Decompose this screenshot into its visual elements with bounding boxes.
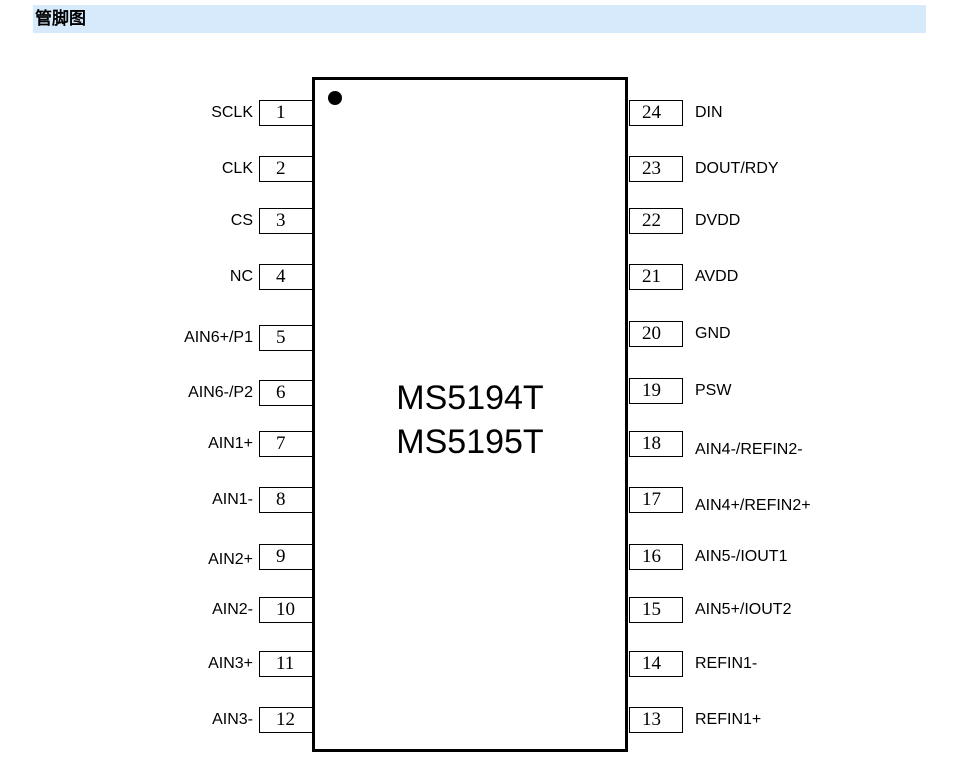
pin-number-box: 5 <box>259 325 313 351</box>
pin-number-box: 2 <box>259 156 313 182</box>
pin-number-box: 24 <box>629 100 683 126</box>
pin-label: DIN <box>695 104 723 121</box>
pin-label: NC <box>229 268 253 285</box>
pin-number-box: 21 <box>629 264 683 290</box>
pin-label: GND <box>695 325 731 342</box>
pin-label: AIN6-/P2 <box>188 384 253 401</box>
pin-label: AIN3- <box>212 711 253 728</box>
pin-number-box: 17 <box>629 487 683 513</box>
pin-label: AIN1- <box>212 491 253 508</box>
pin-label: DVDD <box>695 212 741 229</box>
pin-number-box: 12 <box>259 707 313 733</box>
pin-label: AIN5-/IOUT1 <box>695 548 788 565</box>
pin-label: AIN3+ <box>208 655 253 672</box>
pin-label: AIN1+ <box>208 435 253 452</box>
pin-label: REFIN1- <box>695 655 758 672</box>
pin-number-box: 15 <box>629 597 683 623</box>
part-number-primary: MS5194T <box>396 379 544 417</box>
pin-number-box: 18 <box>629 431 683 457</box>
pin-number-box: 16 <box>629 544 683 570</box>
pin-number-box: 20 <box>629 321 683 347</box>
pin-label: AIN5+/IOUT2 <box>695 601 792 618</box>
pin-number-box: 19 <box>629 378 683 404</box>
pin-number-box: 6 <box>259 380 313 406</box>
pin-number-box: 3 <box>259 208 313 234</box>
pin-label: CLK <box>221 160 253 177</box>
pin-number-box: 11 <box>259 651 313 677</box>
pin-label: AVDD <box>695 268 739 285</box>
pin-number-box: 10 <box>259 597 313 623</box>
pin-number-box: 1 <box>259 100 313 126</box>
pin-label: DOUT/RDY <box>695 160 779 177</box>
part-number-secondary: MS5195T <box>396 423 544 461</box>
pin-number-box: 22 <box>629 208 683 234</box>
pin-label: AIN4+/REFIN2+ <box>695 497 811 514</box>
pin-number-box: 9 <box>259 544 313 570</box>
pin-label: AIN4-/REFIN2- <box>695 441 803 458</box>
pin-number-box: 7 <box>259 431 313 457</box>
pin-label: SCLK <box>211 104 253 121</box>
pin-label: PSW <box>695 382 732 399</box>
pin-number-box: 4 <box>259 264 313 290</box>
pin1-marker-icon <box>328 91 342 105</box>
page-title: 管脚图 <box>35 9 86 29</box>
pin-label: REFIN1+ <box>695 711 762 728</box>
pin-label: AIN2+ <box>208 551 253 568</box>
pin-number-box: 23 <box>629 156 683 182</box>
part-number-group: MS5194T MS5195T <box>315 376 625 464</box>
section-header: 管脚图 <box>33 5 926 33</box>
pin-label: CS <box>230 212 253 229</box>
pin-number-box: 8 <box>259 487 313 513</box>
pin-number-box: 14 <box>629 651 683 677</box>
chip-body: MS5194T MS5195T <box>312 77 628 752</box>
pin-label: AIN2- <box>212 601 253 618</box>
pin-label: AIN6+/P1 <box>184 329 253 346</box>
pin-number-box: 13 <box>629 707 683 733</box>
